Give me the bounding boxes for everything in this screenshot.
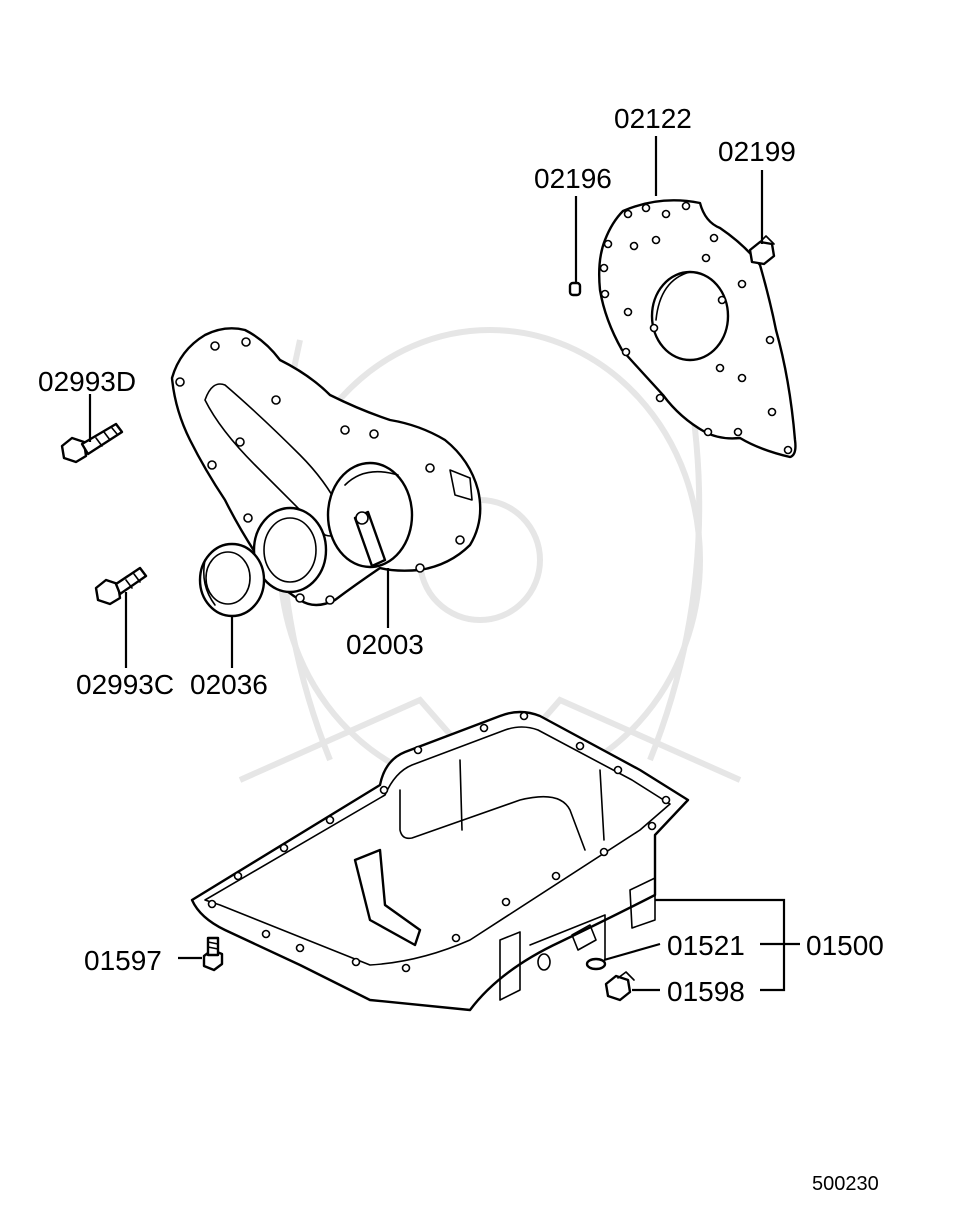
case-bolt-holes [175,337,465,605]
bolt-02199 [748,235,776,266]
bolt-02993D [60,422,124,464]
part-labels: 02122 02199 02196 02993D 02993C 02036 02… [38,103,884,1195]
dowel-pin-02196 [568,281,582,297]
label-02036: 02036 [190,669,268,700]
diagram-code: 500230 [812,1173,879,1195]
label-01521: 01521 [667,930,745,961]
gasket-01521 [585,957,607,971]
label-02003: 02003 [346,629,424,660]
label-01500: 01500 [806,930,884,961]
label-02196: 02196 [534,163,612,194]
label-01598: 01598 [667,976,745,1007]
bolt-02993C [94,566,148,606]
plate-bolt-holes [599,201,793,455]
leader-lines [88,136,800,992]
plate-02122 [597,199,797,459]
front-case-02003 [170,327,482,607]
label-02122: 02122 [614,103,692,134]
drain-plug-01598 [604,971,635,1002]
label-02993D: 02993D [38,366,136,397]
label-02993C: 02993C [76,669,174,700]
label-01597: 01597 [84,945,162,976]
bolt-01597 [202,936,224,972]
label-02199: 02199 [718,136,796,167]
oil-seal-02036 [198,542,266,618]
pan-flange-holes [207,711,671,973]
oil-pan-01500 [190,710,690,1012]
